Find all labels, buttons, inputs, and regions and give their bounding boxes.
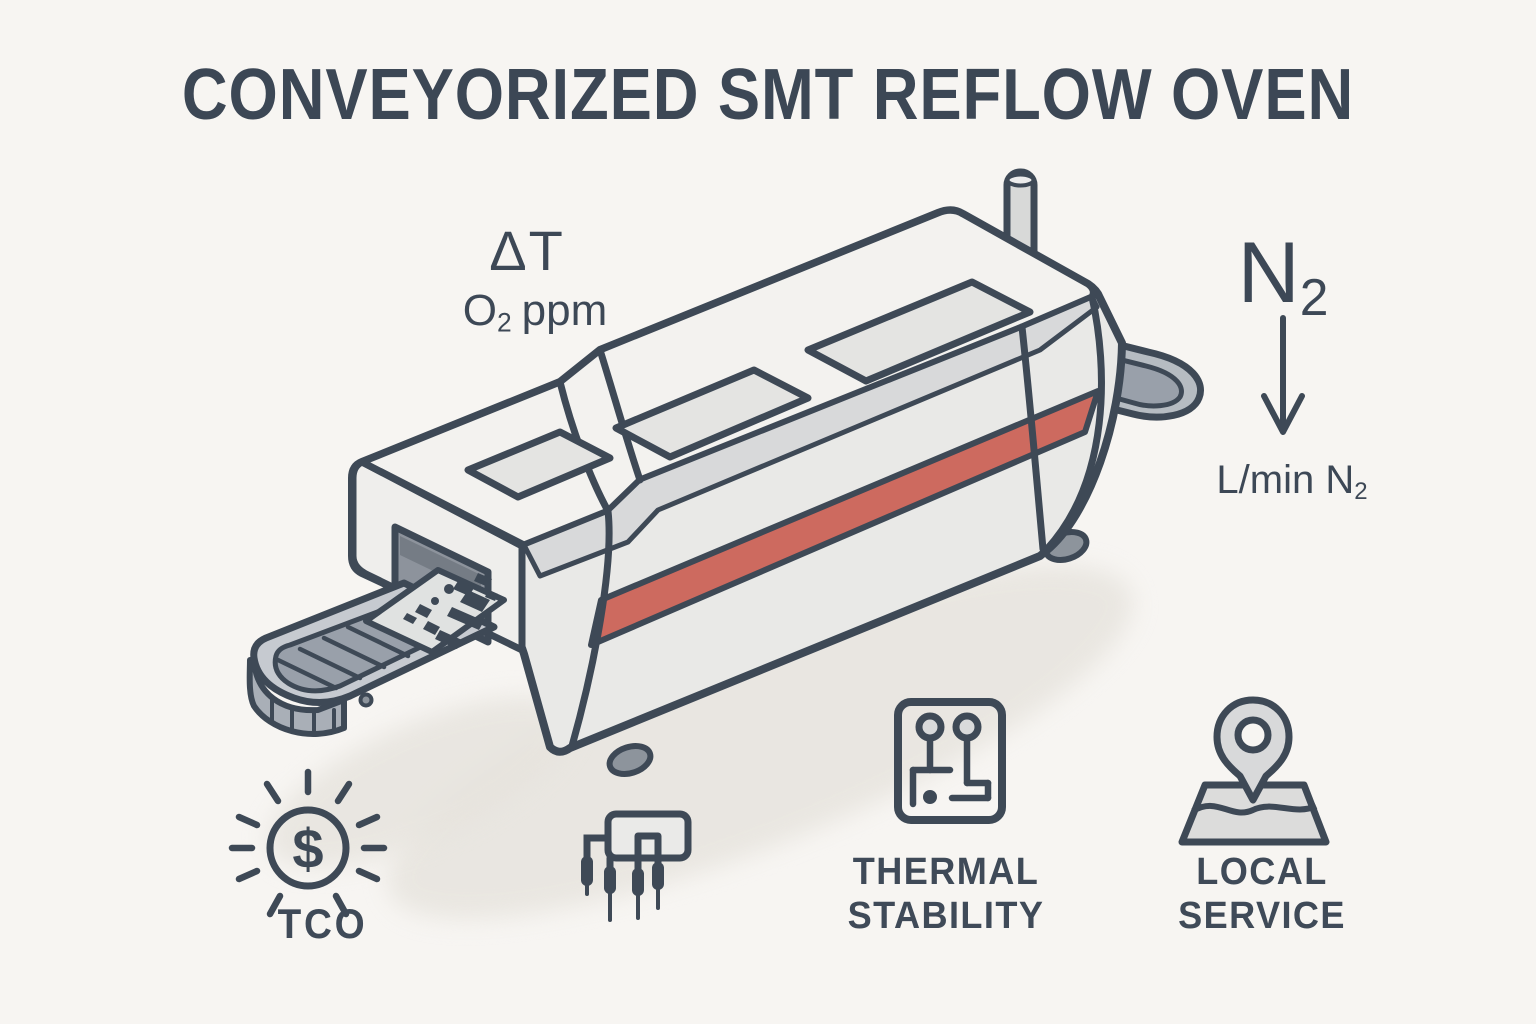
o2-base: O — [462, 286, 497, 335]
belt-slats — [275, 624, 411, 691]
thermal-line1: THERMAL — [852, 851, 1040, 893]
flow-subscript: 2 — [1354, 478, 1368, 505]
vent-3 — [804, 278, 1034, 385]
vent-2 — [612, 366, 812, 461]
floor-shadow — [267, 564, 1133, 920]
n2-callout: N2 — [1203, 224, 1363, 327]
o2-ppm-callout: O2 ppm — [425, 286, 645, 339]
o2-unit: ppm — [521, 286, 608, 335]
thermal-feature — [888, 694, 1008, 829]
service-line2: SERVICE — [1178, 895, 1346, 937]
vent-1 — [464, 428, 614, 501]
roller-pin — [358, 692, 374, 708]
thermal-line2: STABILITY — [847, 895, 1045, 937]
service-line1: LOCAL — [1196, 851, 1328, 893]
tco-label: TCO — [277, 900, 368, 947]
o2-subscript: 2 — [496, 307, 512, 338]
delta-t-callout: ΔT — [427, 218, 627, 283]
n2-base: N — [1237, 225, 1300, 321]
tco-feature: $ — [228, 762, 388, 932]
delta-t-text: ΔT — [489, 219, 565, 282]
n2-flow-arrow-icon — [1261, 315, 1305, 435]
heater-stripe — [588, 388, 1101, 648]
service-feature — [1173, 678, 1333, 850]
thermal-stability-label: THERMAL STABILITY — [836, 850, 1056, 938]
smd-component-icon — [581, 810, 692, 922]
top-vents — [464, 278, 1034, 501]
n2-subscript: 2 — [1299, 267, 1329, 326]
pcb-board — [363, 567, 507, 655]
n2-flow-callout: L/min N2 — [1152, 458, 1432, 506]
flow-base: L/min N — [1216, 458, 1355, 502]
local-service-label: LOCAL SERVICE — [1152, 850, 1372, 938]
pcb-trace-icon — [894, 698, 1006, 824]
map-pin-icon — [1178, 696, 1330, 846]
component-feature — [570, 800, 700, 930]
page-title: CONVEYORIZED SMT REFLOW OVEN — [181, 55, 1355, 135]
dollar-symbol: $ — [292, 817, 323, 880]
dollar-sun-icon: $ — [228, 768, 388, 918]
